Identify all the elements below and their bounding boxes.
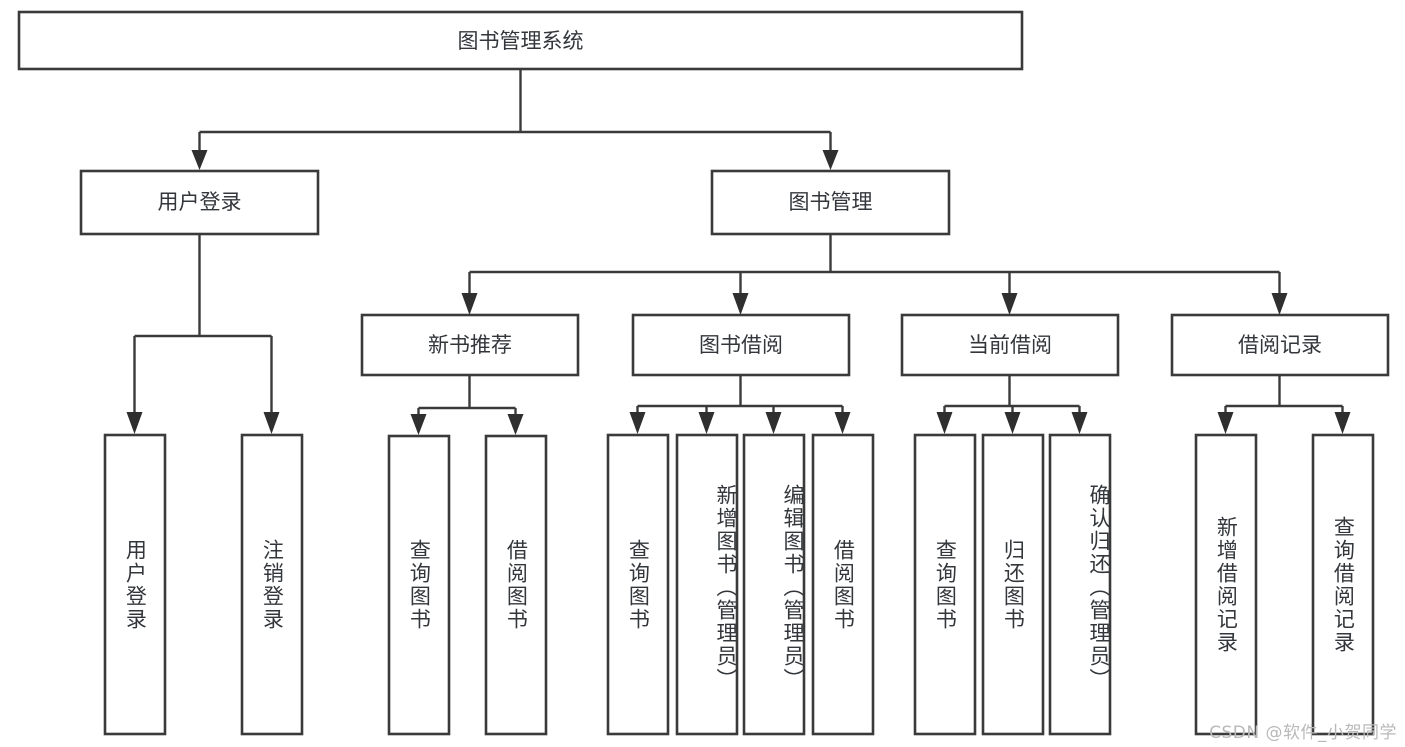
node-box-user-login[interactable] <box>79 169 320 236</box>
arrow-head-icon <box>1217 412 1234 434</box>
watermark-label: CSDN @软件_小贺同学 <box>1209 723 1397 743</box>
arrow-head-icon <box>629 412 646 434</box>
node-box-leaf-borrow-record-2[interactable] <box>1311 433 1375 736</box>
node-box-current-borrow[interactable] <box>900 313 1120 377</box>
connector-group-root <box>191 69 839 170</box>
arrow-head-icon <box>732 293 749 315</box>
node-box-root[interactable] <box>17 10 1024 71</box>
node-box-leaf-new-book-2[interactable] <box>484 434 548 736</box>
node-box-leaf-current-borrow-1[interactable] <box>913 433 977 736</box>
node-box-leaf-book-borrow-4[interactable] <box>811 433 875 736</box>
arrow-head-icon <box>410 414 427 435</box>
arrow-head-icon <box>1001 293 1018 315</box>
node-box-book-borrow[interactable] <box>631 313 851 377</box>
connector-group-book-borrow <box>629 375 851 434</box>
arrow-head-icon <box>461 293 478 315</box>
node-label-root: 图书管理系统 <box>458 29 584 53</box>
node-box-leaf-book-borrow-1[interactable] <box>606 433 670 736</box>
node-box-leaf-current-borrow-3[interactable] <box>1048 433 1112 736</box>
node-box-borrow-record[interactable] <box>1170 313 1390 377</box>
arrow-head-icon <box>822 150 839 170</box>
connector-group-new-book <box>410 375 524 435</box>
arrow-head-icon <box>1334 412 1351 434</box>
arrow-head-icon <box>1004 412 1021 434</box>
arrow-head-icon <box>698 412 715 434</box>
node-label-book-manage: 图书管理 <box>789 190 873 214</box>
node-box-book-manage[interactable] <box>710 169 951 236</box>
node-box-leaf-book-borrow-3[interactable] <box>742 433 806 736</box>
node-box-leaf-book-borrow-2[interactable] <box>675 433 739 736</box>
arrow-head-icon <box>126 412 143 434</box>
node-label-book-borrow: 图书借阅 <box>699 333 783 357</box>
node-box-leaf-new-book-1[interactable] <box>387 434 451 736</box>
arrow-head-icon <box>1271 293 1288 315</box>
node-box-leaf-user-login-2[interactable] <box>240 433 304 736</box>
arrow-head-icon <box>191 150 208 170</box>
connector-group-user-login <box>126 234 280 434</box>
node-box-leaf-user-login-1[interactable] <box>103 433 167 736</box>
node-label-current-borrow: 当前借阅 <box>968 333 1052 357</box>
arrow-head-icon <box>936 412 953 434</box>
connector-group-current-borrow <box>936 375 1088 434</box>
node-box-leaf-borrow-record-1[interactable] <box>1194 433 1258 736</box>
node-box-leaf-current-borrow-2[interactable] <box>981 433 1045 736</box>
arrow-head-icon <box>765 412 782 434</box>
arrow-head-icon <box>834 412 851 434</box>
node-label-user-login: 用户登录 <box>158 190 242 214</box>
arrow-head-icon <box>263 412 280 434</box>
node-box-new-book-recommend[interactable] <box>360 313 580 377</box>
node-label-new-book-recommend: 新书推荐 <box>428 333 512 357</box>
connector-group-book-manage <box>461 234 1288 315</box>
arrow-head-icon <box>507 414 524 435</box>
node-label-borrow-record: 借阅记录 <box>1238 333 1322 357</box>
arrow-head-icon <box>1071 412 1088 434</box>
connector-group-borrow-record <box>1217 375 1351 434</box>
